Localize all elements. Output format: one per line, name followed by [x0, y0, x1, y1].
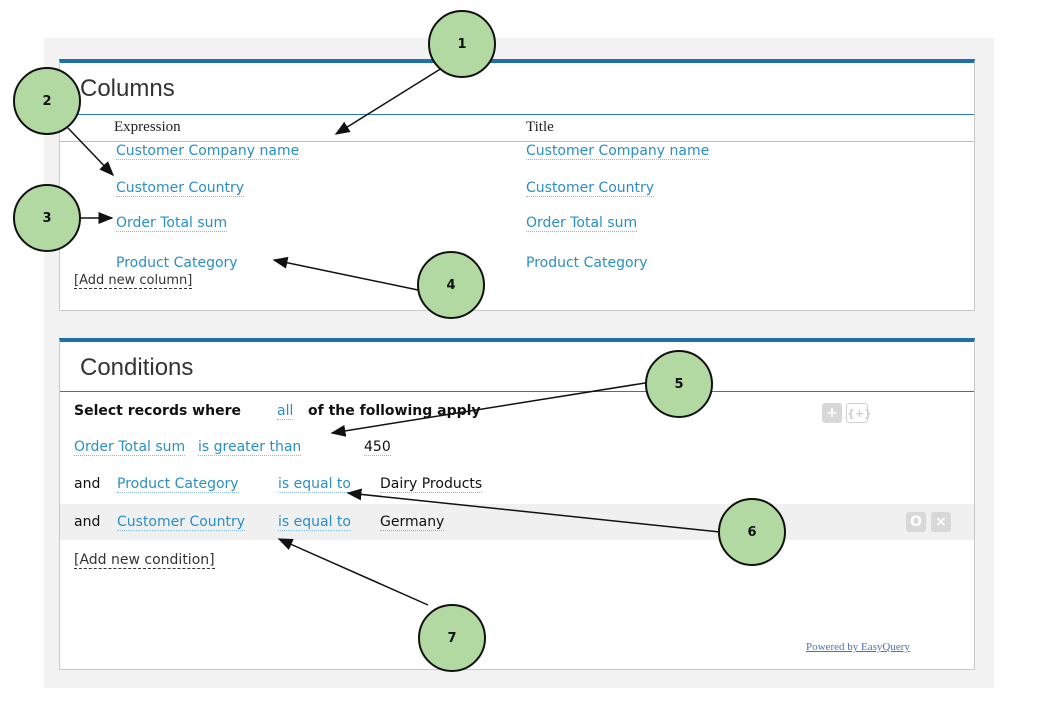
column-expression-link[interactable]: Order Total sum — [116, 215, 228, 232]
callout-5: 5 — [645, 350, 713, 418]
title-rule — [60, 391, 974, 392]
condition-value[interactable]: Germany — [380, 514, 445, 531]
callout-3: 3 — [13, 184, 81, 252]
callout-1: 1 — [428, 10, 496, 78]
powered-by-link[interactable]: Powered by EasyQuery — [806, 641, 910, 653]
condition-connector: and — [74, 514, 101, 530]
condition-field-link[interactable]: Order Total sum — [74, 439, 186, 456]
column-title-link[interactable]: Order Total sum — [526, 215, 638, 232]
column-title-link[interactable]: Customer Country — [526, 180, 655, 197]
column-title-link[interactable]: Product Category — [526, 255, 648, 271]
arrow-2 — [67, 127, 115, 177]
condition-field-link[interactable]: Product Category — [117, 476, 239, 493]
condition-operator-link[interactable]: is greater than — [198, 439, 302, 456]
callout-6: 6 — [718, 498, 786, 566]
column-expression-link[interactable]: Customer Company name — [116, 143, 300, 160]
column-expression-link[interactable]: Product Category — [116, 255, 238, 271]
condition-operator-link[interactable]: is equal to — [278, 514, 351, 531]
arrow-7 — [277, 538, 429, 606]
add-column-link[interactable]: [Add new column] — [74, 273, 193, 289]
following-apply-label: of the following apply — [308, 403, 481, 419]
title-rule — [60, 114, 974, 115]
conditions-panel: Conditions Select records where all of t… — [59, 338, 975, 670]
callout-7: 7 — [418, 604, 486, 672]
remove-condition-icon[interactable]: × — [931, 512, 951, 532]
arrow-6 — [346, 488, 721, 533]
expression-header: Expression — [114, 119, 181, 135]
add-condition-icon[interactable]: + — [822, 403, 842, 423]
condition-field-link[interactable]: Customer Country — [117, 514, 246, 531]
condition-value[interactable]: 450 — [364, 439, 391, 456]
condition-operator-link[interactable]: is equal to — [278, 476, 351, 493]
callout-2: 2 — [13, 67, 81, 135]
select-records-label: Select records where — [74, 403, 241, 419]
column-expression-link[interactable]: Customer Country — [116, 180, 245, 197]
conditions-title: Conditions — [80, 354, 194, 381]
condition-value[interactable]: Dairy Products — [380, 476, 483, 493]
arrow-5 — [330, 382, 646, 437]
header-rule — [60, 141, 974, 142]
callout-4: 4 — [417, 251, 485, 319]
condition-connector: and — [74, 476, 101, 492]
toggle-condition-icon[interactable]: O — [906, 512, 926, 532]
title-header: Title — [526, 119, 554, 135]
add-group-icon[interactable]: {+} — [846, 403, 872, 423]
quantifier-link[interactable]: all — [277, 403, 294, 420]
columns-panel: Columns Expression Title Customer Compan… — [59, 59, 975, 311]
add-condition-link[interactable]: [Add new condition] — [74, 552, 215, 569]
arrow-1 — [334, 67, 443, 135]
columns-title: Columns — [80, 75, 175, 102]
arrow-4 — [272, 256, 419, 291]
column-title-link[interactable]: Customer Company name — [526, 143, 710, 160]
